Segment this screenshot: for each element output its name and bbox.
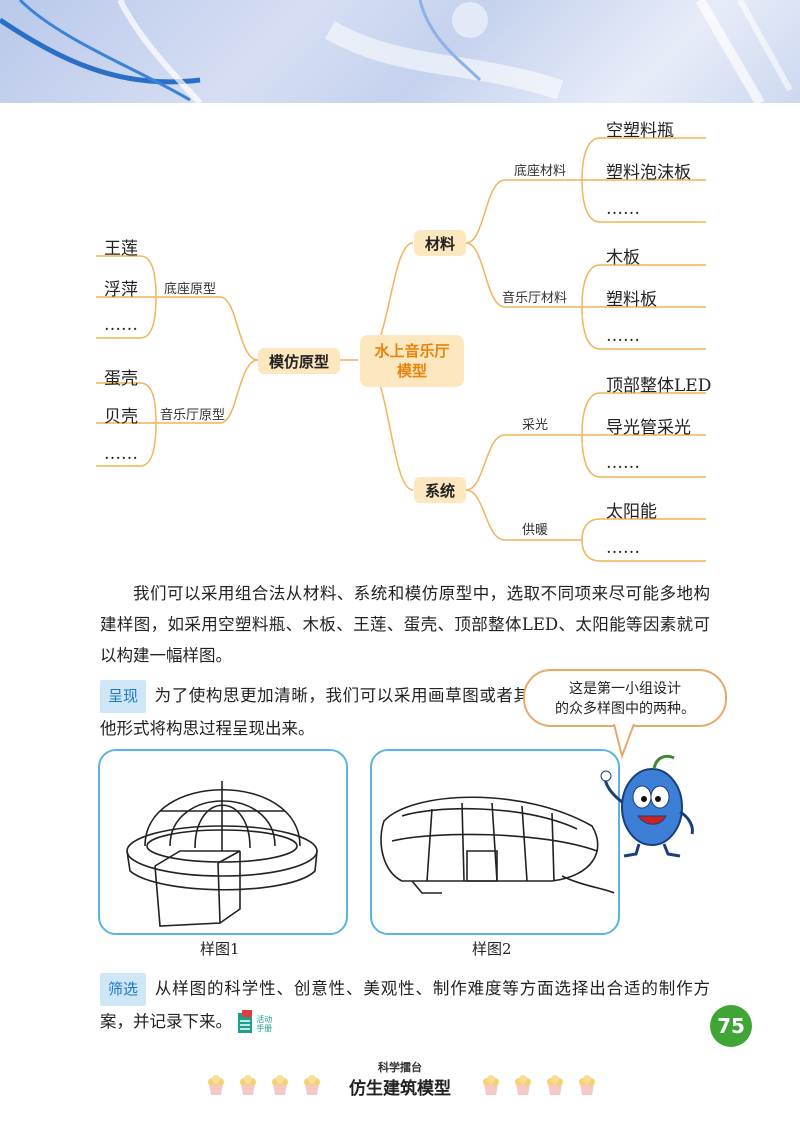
popcorn-icon — [208, 1075, 224, 1095]
leaf-item: …… — [606, 199, 640, 219]
popcorn-icon — [547, 1075, 563, 1095]
page-number-badge: 75 — [710, 1005, 752, 1047]
leaf-item: 导光管采光 — [606, 418, 691, 438]
sub-label-hall-material: 音乐厅材料 — [502, 291, 568, 306]
popcorn-icon — [483, 1075, 499, 1095]
leaf-item: 王莲 — [104, 239, 138, 259]
leaf-item: 太阳能 — [606, 502, 657, 522]
bubble-tail — [613, 723, 635, 760]
root-label: 水上音乐厅模型 — [374, 342, 450, 380]
branch-node-materials: 材料 — [414, 230, 466, 256]
sketch-1-dome-drawing — [126, 781, 318, 927]
sketch-1-frame — [98, 749, 348, 935]
sub-label-base-prototype: 底座原型 — [164, 282, 217, 297]
branch-node-system: 系统 — [414, 477, 466, 503]
present-text: 为了使构思更加清晰，我们可以采用画草图或者其他形式将构思过程呈现出来。 — [100, 686, 530, 738]
sub-label-base-material: 底座材料 — [514, 164, 567, 179]
present-paragraph: 呈现为了使构思更加清晰，我们可以采用画草图或者其他形式将构思过程呈现出来。 — [100, 680, 530, 744]
mindmap-root-node: 水上音乐厅模型 — [360, 335, 464, 387]
leaf-item: …… — [104, 315, 138, 335]
sub-label-lighting: 采光 — [522, 418, 549, 433]
leaf-item: 塑料泡沫板 — [606, 163, 691, 183]
leaf-item: 蛋壳 — [104, 369, 138, 389]
popcorn-icon — [240, 1075, 256, 1095]
leaf-item: 木板 — [606, 248, 640, 268]
leaf-item: …… — [606, 453, 640, 473]
sketch-2-shell-drawing — [380, 796, 615, 894]
top-banner-image — [0, 0, 800, 103]
popcorn-icon — [579, 1075, 595, 1095]
footer-series-label: 科学擂台 — [378, 1061, 422, 1074]
book-icon — [238, 1009, 253, 1033]
popcorn-icon — [304, 1075, 320, 1095]
leaf-item: …… — [606, 538, 640, 558]
bubble-line-2: 的众多样图中的两种。 — [555, 701, 695, 717]
activity-manual-icon: 活动手册 — [237, 1009, 275, 1037]
leaf-item: 空塑料瓶 — [606, 121, 674, 141]
sketch-1-caption: 样图1 — [200, 940, 240, 958]
sub-label-hall-prototype: 音乐厅原型 — [160, 408, 226, 423]
sub-label-heating: 供暖 — [522, 523, 549, 538]
leaf-item: 顶部整体LED — [606, 376, 712, 396]
mascot-illustration — [600, 754, 694, 858]
leaf-item: 塑料板 — [606, 290, 657, 310]
bubble-line-1: 这是第一小组设计 — [569, 681, 681, 697]
present-tag: 呈现 — [100, 680, 147, 713]
body-paragraph: 我们可以采用组合法从材料、系统和模仿原型中，选取不同项来尽可能多地构建样图，如采… — [100, 584, 710, 665]
select-tag: 筛选 — [100, 973, 147, 1006]
select-text: 从样图的科学性、创意性、美观性、制作难度等方面选择出合适的制作方案，并记录下来。 — [100, 979, 710, 1031]
speech-bubble: 这是第一小组设计 的众多样图中的两种。 — [523, 669, 727, 727]
leaf-item: …… — [606, 326, 640, 346]
leaf-item: 贝壳 — [104, 407, 138, 427]
branch-node-prototype: 模仿原型 — [258, 348, 340, 374]
mindmap-lines — [96, 137, 706, 562]
footer-title: 仿生建筑模型 — [349, 1079, 451, 1099]
sketch-2-caption: 样图2 — [472, 940, 512, 958]
leaf-item: 浮萍 — [104, 280, 138, 300]
banner-decoration — [0, 0, 793, 103]
select-paragraph: 筛选从样图的科学性、创意性、美观性、制作难度等方面选择出合适的制作方案，并记录下… — [100, 973, 710, 1037]
sketch-2-frame — [370, 749, 620, 935]
leaf-item: …… — [104, 444, 138, 464]
popcorn-icon — [515, 1075, 531, 1095]
activity-manual-label: 活动手册 — [256, 1014, 273, 1033]
popcorn-icon — [272, 1075, 288, 1095]
